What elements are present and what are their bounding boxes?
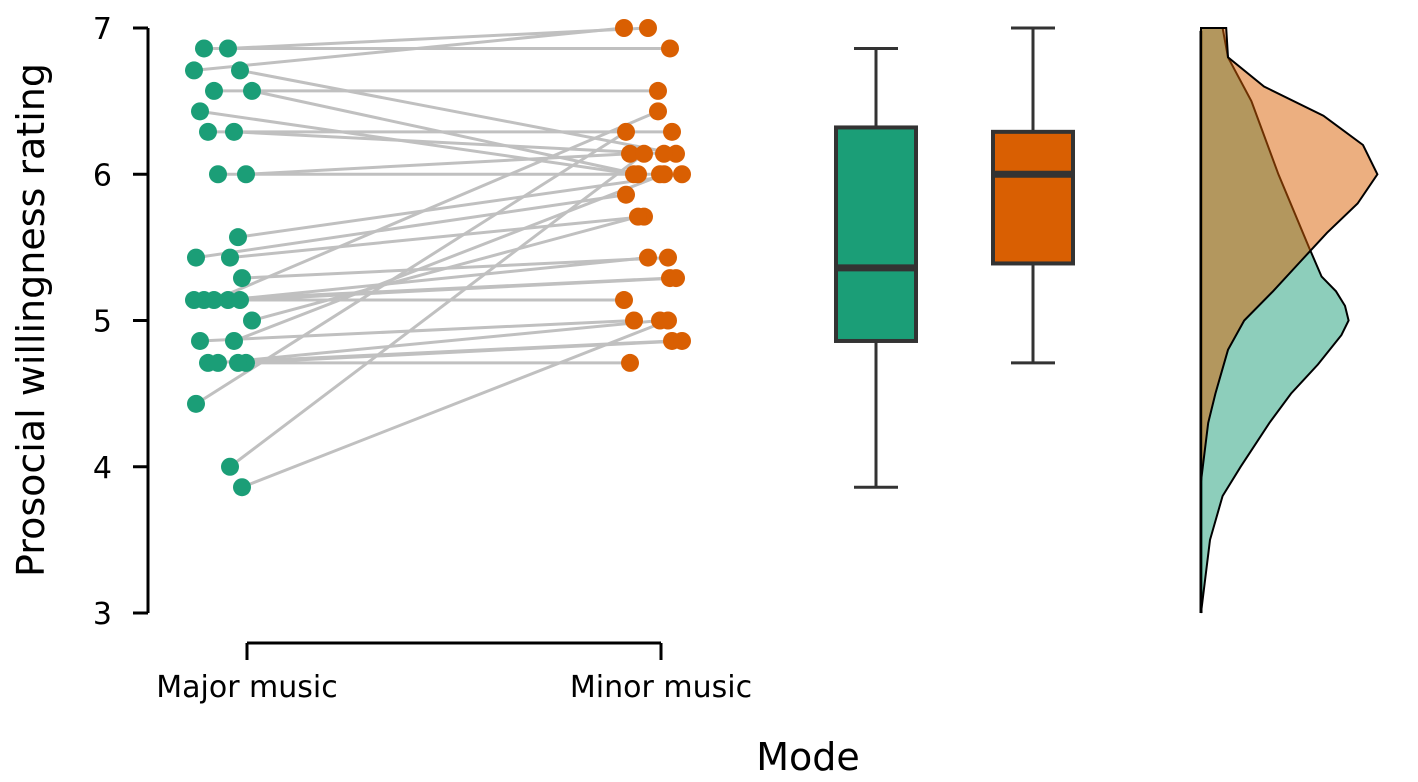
pair-line-13: [229, 215, 645, 260]
pair-line-19: [213, 109, 659, 302]
minor-point-0: [661, 39, 679, 58]
pair-line-28: [229, 152, 645, 468]
x-axis-title: Mode: [756, 735, 860, 779]
y-tick-label-7: 7: [93, 12, 112, 47]
major-point-1: [219, 39, 237, 58]
pair-line-3: [239, 68, 677, 156]
major-point-9: [237, 165, 255, 184]
major-point-29: [233, 478, 251, 497]
minor-point-29: [659, 311, 677, 330]
pair-line-11: [237, 172, 683, 239]
major-point-2: [185, 61, 203, 80]
major-point-19: [205, 291, 223, 310]
box-rect-1: [991, 129, 1075, 266]
pair-line-21: [199, 319, 635, 343]
major-point-25: [209, 353, 227, 372]
pair-line-12: [195, 193, 627, 260]
minor-point-9: [621, 144, 639, 163]
pair-line-6: [199, 109, 635, 176]
major-point-11: [229, 228, 247, 247]
minor-point-4: [649, 81, 667, 100]
pair-line-7: [233, 130, 665, 156]
major-point-20: [243, 311, 261, 330]
pair-line-14: [241, 256, 669, 280]
pair-line-2: [193, 26, 625, 72]
major-point-18: [231, 291, 249, 310]
x-tick-label-0: Major music: [156, 670, 338, 705]
minor-point-1: [639, 19, 657, 37]
pair-line-18: [239, 276, 677, 302]
y-tick-label-6: 6: [93, 158, 112, 193]
density-clouds: [1199, 27, 1379, 614]
box-rect-0: [834, 125, 918, 343]
major-point-14: [233, 269, 251, 288]
major-point-22: [225, 331, 243, 350]
minor-point-12: [617, 185, 635, 204]
y-axis-title: Prosocial willingness rating: [9, 63, 53, 577]
minor-point-26: [673, 331, 691, 350]
major-point-5: [243, 81, 261, 100]
minor-point-22: [655, 165, 673, 184]
minor-point-18: [667, 269, 685, 288]
minor-point-20: [629, 207, 647, 226]
major-point-28: [221, 457, 239, 476]
x-tick-label-1: Minor music: [570, 670, 752, 705]
pair-line-26: [237, 339, 683, 365]
boxplots: [834, 26, 1075, 489]
pair-line-16: [227, 256, 649, 302]
major-point-12: [187, 248, 205, 267]
major-point-27: [187, 394, 205, 413]
major-point-4: [205, 81, 223, 100]
minor-point-28: [635, 144, 653, 163]
minor-point-6: [625, 165, 643, 184]
data-points: [185, 19, 691, 497]
minor-point-21: [625, 311, 643, 330]
major-point-21: [191, 331, 209, 350]
pair-line-27: [195, 130, 627, 406]
minor-point-16: [639, 248, 657, 267]
y-tick-label-3: 3: [93, 597, 112, 632]
major-point-3: [231, 61, 249, 80]
major-point-6: [191, 102, 209, 121]
major-point-7: [225, 122, 243, 141]
minor-point-7: [655, 144, 673, 163]
pair-line-29: [241, 319, 669, 489]
minor-point-17: [615, 291, 633, 310]
y-tick-label-4: 4: [93, 451, 112, 486]
pair-line-25: [217, 319, 661, 365]
minor-point-27: [617, 122, 635, 141]
major-point-17: [185, 291, 203, 310]
pair-line-22: [233, 172, 665, 343]
minor-point-11: [673, 165, 691, 184]
major-point-13: [221, 248, 239, 267]
minor-point-19: [649, 102, 667, 121]
y-tick-label-5: 5: [93, 305, 112, 340]
minor-point-2: [615, 19, 633, 37]
major-point-26: [229, 353, 247, 372]
density-minor: [1200, 27, 1379, 482]
pair-line-20: [251, 215, 639, 322]
major-point-0: [195, 39, 213, 58]
minor-point-14: [659, 248, 677, 267]
minor-point-8: [663, 122, 681, 141]
minor-point-24: [621, 353, 639, 372]
paired-lines: [193, 26, 683, 489]
major-point-10: [209, 165, 227, 184]
major-point-8: [199, 122, 217, 141]
pair-line-9: [245, 152, 631, 176]
